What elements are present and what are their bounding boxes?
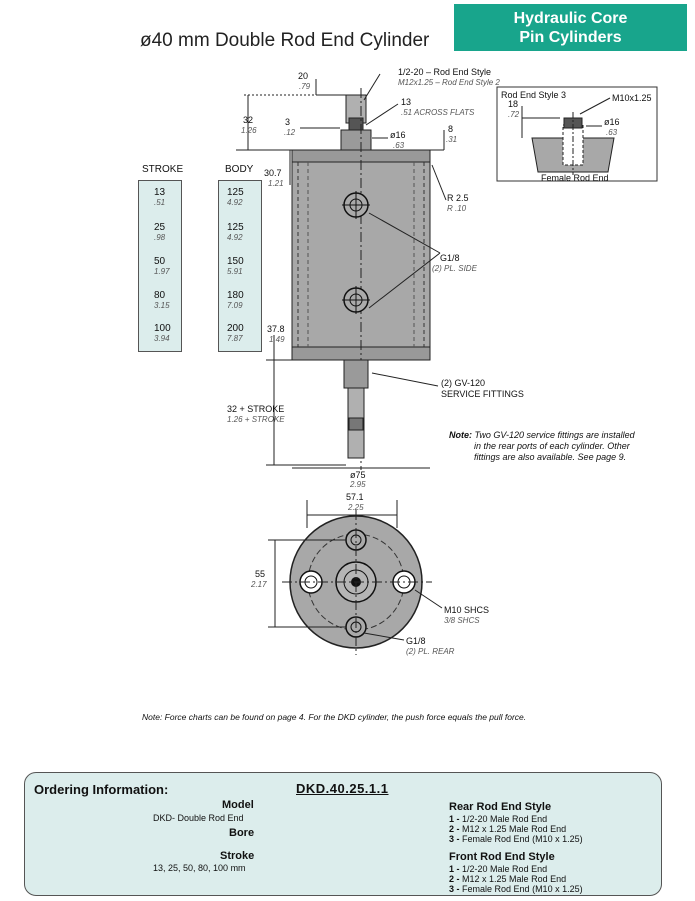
- dia75-label: ø75: [350, 470, 366, 480]
- m10-shcs-label: M10 SHCS: [444, 605, 490, 615]
- model-label: Model: [222, 799, 254, 811]
- dim-3: 3: [285, 117, 291, 127]
- dim-20-in: .79: [299, 82, 311, 91]
- front-style-title: Front Rod End Style: [449, 851, 555, 863]
- stroke-label: Stroke: [220, 850, 255, 862]
- flats-label: 13: [401, 97, 412, 107]
- dim-57-1-in: 2.25: [348, 503, 364, 512]
- g18-side-label-in: (2) PL. SIDE: [432, 264, 477, 273]
- dim-8-in: .31: [446, 135, 458, 144]
- rear-style-2: 2 - M12 x 1.25 Male Rod End: [449, 824, 567, 834]
- rear-style-1: 1 - 1/2-20 Male Rod End: [449, 814, 548, 824]
- stroke-desc: 13, 25, 50, 80, 100 mm: [153, 863, 246, 873]
- dim-30-7-in: 1.21: [268, 179, 284, 188]
- dim-37-8-in: 1.49: [269, 335, 285, 344]
- inset-title: Rod End Style 3: [501, 90, 567, 100]
- inset-dim-18: 18: [508, 99, 519, 109]
- inset-m10: M10x1.25: [612, 93, 652, 103]
- gv-note: Note: Two GV-120 service fittings are in…: [449, 430, 635, 440]
- model-desc: DKD- Double Rod End: [153, 813, 244, 823]
- gv120-label: (2) GV-120: [441, 378, 486, 388]
- stroke-table-head: STROKE: [142, 164, 184, 175]
- radius-label: R 2.5: [447, 193, 469, 203]
- dia75-label-in: 2.95: [350, 480, 366, 489]
- front-style-2: 2 - M12 x 1.25 Male Rod End: [449, 874, 567, 884]
- dim-20: 20: [298, 71, 309, 81]
- force-note: Note: Force charts can be found on page …: [142, 712, 527, 722]
- dim-3-in: .12: [284, 128, 296, 137]
- dim-32-stroke-in: 1.26 + STROKE: [227, 415, 285, 424]
- gv-note-line-2: in the rear ports of each cylinder. Othe…: [474, 441, 630, 451]
- g18-rear-label-in: (2) PL. REAR: [406, 647, 455, 656]
- body-table-head: BODY: [225, 164, 254, 175]
- model-code: DKD.40.25.1.1: [296, 781, 389, 796]
- front-gland: [340, 129, 372, 151]
- dim-30-7: 30.7: [264, 168, 282, 178]
- front-style-3: 3 - Female Rod End (M10 x 1.25): [449, 884, 583, 894]
- inset-dim-18-in: .72: [508, 110, 520, 119]
- dia16-label-in: .63: [393, 141, 405, 150]
- dim-57-1: 57.1: [346, 492, 364, 502]
- badge-line-2: Pin Cylinders: [519, 29, 622, 46]
- list-item: 25.98: [154, 222, 166, 242]
- gv120-label-b: SERVICE FITTINGS: [441, 389, 524, 399]
- category-badge: Hydraulic Core Pin Cylinders: [454, 4, 687, 51]
- bore-label: Bore: [229, 827, 255, 839]
- g18-rear-label: G1/8: [406, 636, 426, 646]
- g18-side-label: G1/8: [440, 253, 460, 263]
- flats-label-in: .51 ACROSS FLATS: [401, 108, 475, 117]
- inset-caption: Female Rod End: [541, 173, 609, 183]
- dim-32-in: 1.26: [241, 126, 257, 135]
- front-style-1: 1 - 1/2-20 Male Rod End: [449, 864, 548, 874]
- inset-dia16-in: .63: [606, 128, 618, 137]
- rod-style-label: 1/2-20 – Rod End Style: [398, 67, 492, 77]
- rod-style-label-in: M12x1.25 – Rod End Style 2: [398, 78, 500, 87]
- dim-32-stroke: 32 + STROKE: [227, 404, 285, 414]
- dim-8: 8: [448, 124, 454, 134]
- rear-style-title: Rear Rod End Style: [449, 801, 552, 813]
- rear-style-3: 3 - Female Rod End (M10 x 1.25): [449, 834, 583, 844]
- ordering-title: Ordering Information:: [34, 782, 169, 797]
- page-title: ø40 mm Double Rod End Cylinder: [140, 30, 430, 51]
- gv-note-line-3: fittings are also available. See page 9.: [474, 452, 627, 462]
- list-item: 13.51: [154, 187, 166, 207]
- radius-label-in: R .10: [447, 204, 467, 213]
- dim-55-in: 2.17: [251, 580, 267, 589]
- inset-dia16: ø16: [604, 117, 620, 127]
- dim-37-8: 37.8: [267, 324, 285, 334]
- dim-55: 55: [255, 569, 266, 579]
- rear-gland: [343, 359, 369, 389]
- m10-shcs-label-in: 3/8 SHCS: [444, 616, 480, 625]
- badge-line-1: Hydraulic Core: [513, 10, 628, 27]
- ordering-info-panel: [24, 772, 662, 896]
- dim-32: 32: [243, 115, 254, 125]
- dia16-label: ø16: [390, 130, 406, 140]
